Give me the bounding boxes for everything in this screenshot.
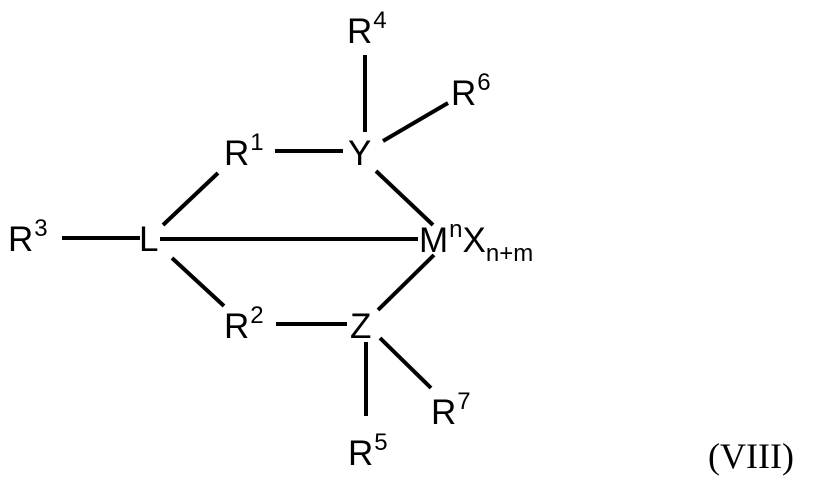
bond-z-r7 (380, 338, 431, 388)
atom-r6: R6 (451, 69, 491, 113)
atom-r5: R5 (348, 429, 388, 473)
atom-z: Z (350, 307, 371, 346)
superscript: 1 (250, 129, 263, 156)
atom-r4: R4 (347, 7, 387, 51)
superscript: 2 (250, 302, 263, 329)
bond-z-m (378, 255, 434, 310)
formula-number-label: (VIII) (708, 436, 794, 476)
superscript: 3 (34, 215, 47, 242)
bond-l-r1 (163, 173, 218, 225)
atom-x: X (463, 221, 486, 260)
atom-y: Y (348, 134, 371, 173)
superscript: 5 (374, 429, 387, 456)
superscript: 4 (373, 7, 386, 34)
superscript: 7 (457, 388, 470, 415)
atom-r1: R1 (224, 129, 264, 173)
bond-y-m (376, 171, 433, 225)
bond-y-r6 (383, 103, 448, 141)
atom-l: L (139, 220, 158, 259)
superscript: 6 (477, 69, 490, 96)
atom-r2: R2 (224, 302, 264, 346)
subscript: n+m (486, 240, 533, 267)
atom-r3: R3 (8, 215, 48, 259)
bonds (62, 55, 448, 416)
atom-r7: R7 (431, 388, 471, 432)
bond-l-r2 (172, 258, 224, 306)
superscript: n (449, 216, 462, 243)
atom-metal: MnXn+m (419, 216, 533, 267)
